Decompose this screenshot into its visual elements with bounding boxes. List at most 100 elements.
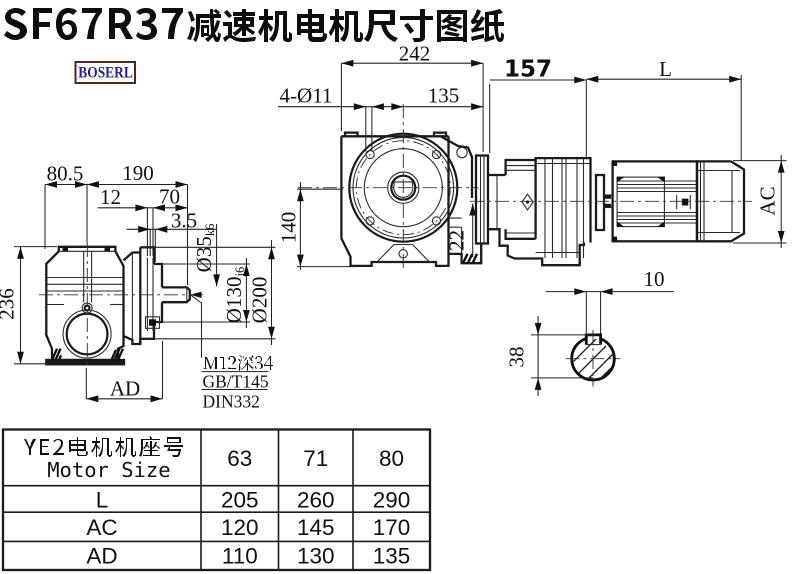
dim-157: 157 <box>504 57 552 83</box>
front-view-foot-hatch <box>461 253 479 264</box>
motor-assembly <box>470 154 752 267</box>
dim-shaft-dia: Ø35k6 <box>192 224 217 273</box>
dim-arrow <box>353 103 366 111</box>
motor-dimensions: 157 L AC <box>489 57 787 248</box>
drawing-contour <box>504 158 536 175</box>
motor-stator <box>616 176 665 228</box>
motor-flange-spigot <box>594 173 606 232</box>
dim-70: 70 <box>159 184 180 208</box>
size-table-header-cn <box>24 436 183 457</box>
front-view-bolt-hole <box>431 149 442 160</box>
dim-arrow <box>777 160 785 173</box>
dim-L: L <box>659 57 672 81</box>
dim-arrow <box>243 264 250 276</box>
dim-236: 236 <box>0 288 19 320</box>
brand-logo-text: BOSERL <box>78 65 133 82</box>
size-table-header-en: Motor Size <box>47 458 170 482</box>
size-table-row-label-L: L <box>96 487 109 512</box>
dim-arrow <box>45 181 57 188</box>
dim-22: 22 <box>445 230 469 251</box>
size-table-size-1: 71 <box>303 446 328 471</box>
front-view-plug <box>456 146 468 159</box>
front-view-bolt-hole <box>431 216 442 226</box>
dim-arrow <box>150 395 163 403</box>
shaft-section <box>565 330 621 387</box>
dim-arrow <box>17 246 24 259</box>
size-table-cell: 145 <box>297 515 335 540</box>
drawing-rect <box>149 319 156 326</box>
dim-140: 140 <box>277 212 301 244</box>
size-table-size-2: 80 <box>379 446 404 471</box>
dim-arrow <box>86 395 99 403</box>
size-table-cell: 120 <box>221 515 259 540</box>
dim-135: 135 <box>428 83 460 107</box>
motor-fan-cover <box>695 160 746 243</box>
size-table-cell: 290 <box>373 487 411 512</box>
note-standard-2: DIN332 <box>203 392 260 412</box>
dim-arrow <box>297 189 304 202</box>
dim-arrow <box>243 310 250 322</box>
size-table-cell: 130 <box>297 544 335 569</box>
dim-arrow <box>574 76 587 84</box>
dim-shaft-dia-tol: k6 <box>203 224 217 237</box>
side-view-foot-hatch <box>110 348 125 361</box>
size-table-cell: 135 <box>373 544 411 569</box>
motor-stator-corner <box>617 221 625 227</box>
dim-arrow <box>341 59 354 67</box>
size-table-border <box>1 428 432 572</box>
side-view-bolt-detail <box>144 316 161 329</box>
dim-AD: AD <box>110 377 140 401</box>
dim-10: 10 <box>644 267 665 291</box>
dim-arrow <box>138 225 151 233</box>
dim-arrow <box>777 231 785 243</box>
motor-stator-corner <box>657 221 665 227</box>
dim-arrow <box>600 288 613 295</box>
drawing-rect <box>604 195 612 199</box>
size-table-cell: 205 <box>221 487 259 512</box>
drawing-contour <box>448 217 463 254</box>
dim-arrow <box>213 274 220 287</box>
dim-arrow <box>135 204 148 212</box>
dim-arrow <box>534 377 542 390</box>
note-tapped-hole <box>203 355 273 371</box>
size-table: Motor Size 63 71 80 L 205 260 290 AC 120… <box>1 428 432 572</box>
brand-logo-box <box>74 61 136 84</box>
hatch-line <box>572 345 607 379</box>
front-view-bell-bottom <box>448 243 483 265</box>
side-view-foot-hatch <box>50 348 63 361</box>
dim-arrow <box>268 247 275 260</box>
front-view-bell-top <box>440 135 474 198</box>
dim-arrow <box>175 204 188 212</box>
front-view-bolt-hole <box>365 216 375 226</box>
dim-arrow <box>268 326 275 339</box>
dim-shaft-dia-main: Ø35 <box>192 236 216 272</box>
page-title <box>4 8 504 42</box>
brand-logo: BOSERL <box>74 61 136 84</box>
dim-arrow <box>574 288 587 295</box>
dim-arrow <box>17 351 24 364</box>
dim-arrow <box>297 254 304 267</box>
side-view-spigot <box>154 262 164 324</box>
dim-arrow <box>75 181 87 188</box>
front-view-bolt-hole <box>365 149 375 160</box>
dim-spigot-dia-tol: j6 <box>233 267 247 278</box>
motor-adapter-sight-glass <box>521 193 534 211</box>
dim-3-5: 3.5 <box>171 208 197 232</box>
dim-80-5: 80.5 <box>47 162 84 186</box>
front-view-dimensions: 242 4-Ø11 135 140 22 <box>277 41 484 270</box>
drawing-rect <box>604 203 612 208</box>
dim-12: 12 <box>100 185 121 209</box>
page-title-glyphs <box>4 8 504 42</box>
motor-adapter-flange <box>474 154 490 245</box>
dim-arrow <box>471 103 484 111</box>
side-view-top-pad <box>104 246 110 252</box>
drawing-contour <box>343 131 359 137</box>
shaft-section-dimensions: 10 38 <box>505 267 674 396</box>
hatch-line <box>577 353 614 379</box>
motor-terminal <box>681 198 689 206</box>
dim-arrow <box>469 203 477 216</box>
size-table-cell: 170 <box>373 515 411 540</box>
drawing-contour <box>504 229 536 240</box>
front-view-arch <box>376 243 430 263</box>
